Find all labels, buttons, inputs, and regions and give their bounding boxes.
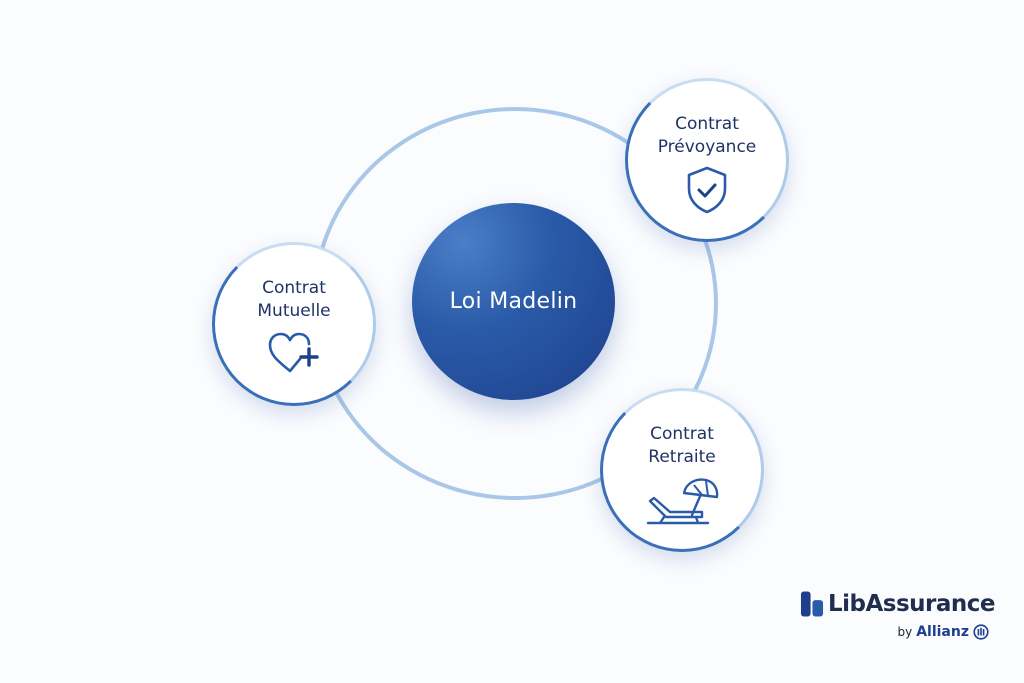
node-label-line1: Contrat xyxy=(675,114,739,134)
node-label: Contrat Mutuelle xyxy=(257,277,330,323)
brand-name: LibAssurance xyxy=(827,591,996,617)
allianz-eagle-icon xyxy=(973,624,989,640)
node-label-line1: Contrat xyxy=(650,424,714,444)
center-label: Loi Madelin xyxy=(449,289,578,314)
shield-check-icon xyxy=(687,166,727,214)
libassurance-logo: LibAssurance by Allianz xyxy=(800,590,996,640)
center-node-loi-madelin: Loi Madelin xyxy=(412,203,615,400)
node-label: Contrat Prévoyance xyxy=(658,113,757,159)
node-label-line1: Contrat xyxy=(262,278,326,298)
node-label-line2: Prévoyance xyxy=(657,137,757,157)
partner-name: Allianz xyxy=(916,624,969,640)
node-contrat-retraite: Contrat Retraite xyxy=(600,388,764,552)
node-label-line2: Mutuelle xyxy=(257,301,331,321)
beach-chair-umbrella-icon xyxy=(646,478,719,525)
node-contrat-mutuelle: Contrat Mutuelle xyxy=(212,242,376,406)
libassurance-logo-mark-icon xyxy=(800,591,824,617)
node-label: Contrat Retraite xyxy=(648,423,715,469)
heart-plus-icon xyxy=(268,332,319,373)
node-label-line2: Retraite xyxy=(648,447,716,467)
node-contrat-prevoyance: Contrat Prévoyance xyxy=(625,78,789,242)
by-text: by xyxy=(897,625,913,639)
